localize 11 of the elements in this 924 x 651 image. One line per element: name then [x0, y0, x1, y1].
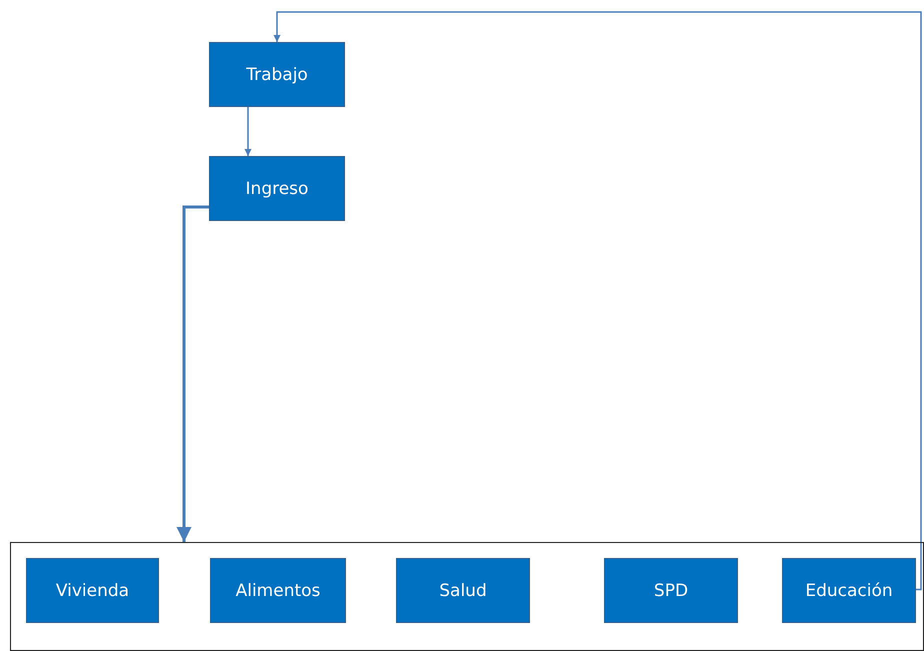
arrow [176, 206, 209, 542]
process-box: Ingreso [209, 156, 345, 221]
process-box: SPD [604, 558, 738, 623]
process-box: Salud [396, 558, 530, 623]
process-box: Vivienda [26, 558, 159, 623]
group-frame [10, 542, 924, 651]
process-box: Trabajo [209, 42, 345, 107]
process-box: Educación [782, 558, 916, 623]
arrow [274, 11, 922, 590]
process-box: Alimentos [210, 558, 346, 623]
arrow [244, 107, 252, 156]
